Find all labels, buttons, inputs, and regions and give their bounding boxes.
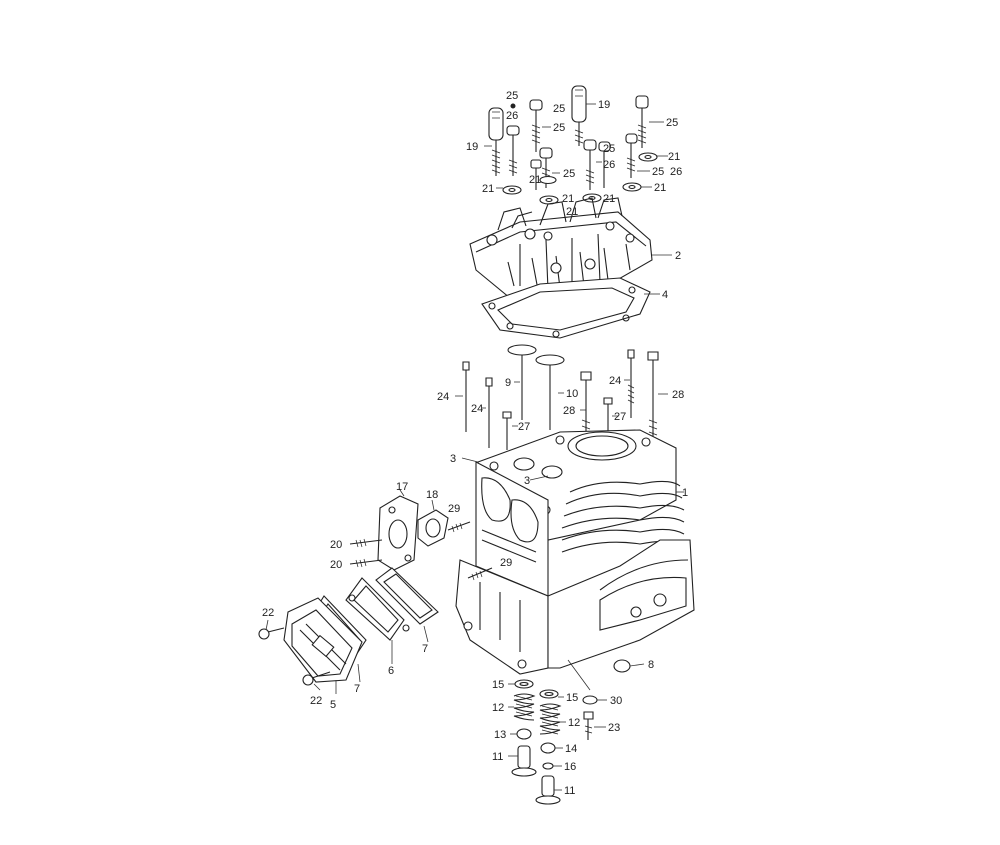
valves	[508, 345, 564, 430]
callout-2: 2	[675, 250, 681, 262]
callout-25: 25	[666, 117, 678, 129]
callout-6: 6	[388, 665, 394, 677]
reed-block-18	[418, 510, 448, 546]
callout-25: 25	[553, 103, 565, 115]
bolt-26-center	[584, 140, 610, 190]
callout-7: 7	[354, 683, 360, 695]
gasket-7-right	[376, 568, 438, 624]
callout-21: 21	[654, 182, 666, 194]
callout-29: 29	[448, 503, 460, 515]
head-bolts-group	[489, 86, 657, 204]
callout-10: 10	[566, 388, 578, 400]
callout-4: 4	[662, 289, 668, 301]
callout-25: 25	[506, 90, 518, 102]
callout-18: 18	[426, 489, 438, 501]
callout-12: 12	[492, 702, 504, 714]
callout-29: 29	[500, 557, 512, 569]
callout-12: 12	[568, 717, 580, 729]
callout-20: 20	[330, 539, 342, 551]
bolt-19-right	[572, 86, 586, 146]
bolt-19-left	[489, 108, 503, 176]
callout-19: 19	[598, 99, 610, 111]
callout-16: 16	[564, 761, 576, 773]
callout-15: 15	[492, 679, 504, 691]
bolt-25-b	[530, 100, 542, 152]
callout-30: 30	[610, 695, 622, 707]
top-leaders	[484, 104, 668, 188]
callout-21: 21	[482, 183, 494, 195]
callout-28: 28	[672, 389, 684, 401]
callout-26: 26	[670, 166, 682, 178]
callout-14: 14	[565, 743, 577, 755]
callout-24: 24	[437, 391, 449, 403]
callout-15: 15	[566, 692, 578, 704]
callout-25: 25	[553, 122, 565, 134]
callout-21: 21	[529, 174, 541, 186]
callout-24: 24	[609, 375, 621, 387]
callout-25: 25	[603, 143, 615, 155]
callout-1: 1	[682, 487, 688, 499]
intake-gaskets	[259, 568, 438, 694]
cylinder-block	[456, 430, 694, 674]
bolt-25-right	[636, 96, 648, 148]
callout-20: 20	[330, 559, 342, 571]
callout-labels: 25 26 19 25 25 19 25 21 25 26 21 25 21 2…	[262, 90, 688, 797]
callout-24: 24	[471, 403, 483, 415]
cylinder-head	[470, 198, 672, 298]
reed-valve-intake	[350, 490, 492, 580]
callout-25: 25	[652, 166, 664, 178]
callout-26: 26	[603, 159, 615, 171]
callout-11: 11	[492, 751, 503, 763]
plug-8	[614, 660, 644, 672]
callout-13: 13	[494, 729, 506, 741]
callout-11: 11	[564, 785, 575, 797]
callout-21: 21	[668, 151, 680, 163]
callout-21: 21	[603, 193, 615, 205]
callout-21: 21	[562, 193, 574, 205]
bolt-26-left	[507, 126, 519, 176]
callout-19: 19	[466, 141, 478, 153]
callout-25: 25	[563, 168, 575, 180]
callout-7: 7	[422, 643, 428, 655]
callout-17: 17	[396, 481, 408, 493]
callout-28: 28	[563, 405, 575, 417]
callout-23: 23	[608, 722, 620, 734]
callout-27: 27	[614, 411, 626, 423]
callout-9: 9	[505, 377, 511, 389]
head-gasket	[482, 278, 660, 338]
callout-21: 21	[566, 206, 578, 218]
gasket-6	[346, 578, 404, 640]
callout-3: 3	[524, 475, 530, 487]
cylinder-studs	[455, 350, 668, 452]
callout-27: 27	[518, 421, 530, 433]
callout-26: 26	[506, 110, 518, 122]
callout-22: 22	[262, 607, 274, 619]
bolt-25-26-right	[626, 134, 637, 178]
callout-22: 22	[310, 695, 322, 707]
callout-3: 3	[450, 453, 456, 465]
reed-plate-17	[378, 496, 418, 570]
valve-train-lower	[508, 660, 607, 804]
callout-5: 5	[330, 699, 336, 711]
callout-8: 8	[648, 659, 654, 671]
